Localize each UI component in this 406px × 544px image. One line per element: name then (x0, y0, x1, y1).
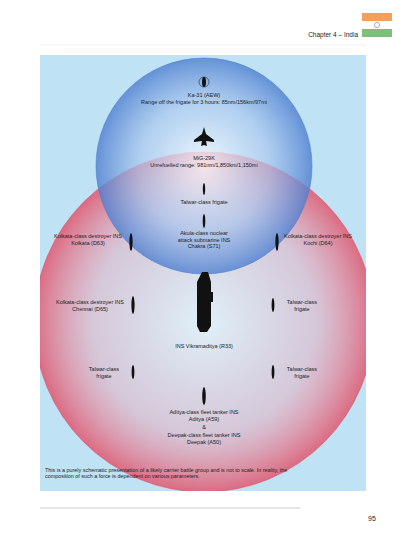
ship-label: Talwar-class frigate (83, 366, 125, 379)
ship-label: Talwar-class frigate (281, 366, 323, 379)
ship-label: INS Vikramaditya (R33) (175, 343, 233, 350)
header-rule (40, 45, 366, 46)
ampersand: & (202, 424, 206, 431)
ship-label: Talwar-class frigate (180, 199, 227, 206)
ship-label: Talwar-class frigate (281, 299, 323, 312)
flag (362, 13, 392, 37)
ship-label: Kolkata-class destroyer INS Kolkata (D63… (52, 233, 124, 246)
blue-range-circle (96, 58, 312, 274)
ship-label: Kolkata-class destroyer INS Chennai (D65… (54, 299, 126, 312)
page-number: 95 (368, 515, 376, 523)
footer-rule (40, 508, 300, 509)
range-note: Range off the frigate for 3 hours: 85nm/… (141, 99, 267, 106)
figure-note: This is a purely schematic presentation … (45, 467, 317, 480)
red-range-circle (40, 152, 366, 491)
range-note: Unrefuelled range: 981nm/1,850km/1,150mi (150, 162, 257, 169)
ship-label: Deepak-class fleet tanker INS Deepak (A5… (165, 432, 243, 445)
aircraft-label: MiG-29K (193, 155, 215, 162)
ship-label: Kolkata-class destroyer INS Kochi (D64) (282, 233, 354, 246)
aircraft-label: Ka-31 (AEW) (188, 92, 220, 99)
running-header: Chapter 4 – India (308, 31, 358, 39)
unit-icons (129, 77, 278, 405)
ship-label: Akula-class nuclear attack submarine INS… (176, 230, 232, 250)
ship-label: Aditya-class fleet tanker INS Aditya (A5… (165, 409, 243, 422)
